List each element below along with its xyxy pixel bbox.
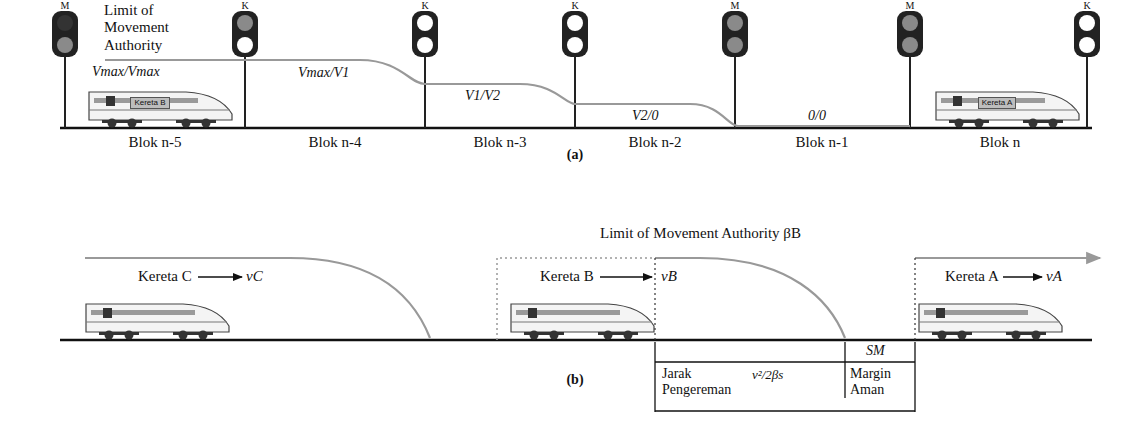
label: (a)	[567, 147, 583, 163]
label: vC	[246, 268, 263, 285]
label: V1/V2	[465, 88, 500, 104]
label: Kereta C	[138, 268, 192, 285]
label: Blok n-5	[129, 134, 182, 151]
dimension-lines	[655, 342, 915, 412]
authority-arrow	[915, 257, 1100, 259]
dotted-bound	[497, 258, 655, 340]
label: Kereta A	[945, 268, 999, 285]
train	[86, 304, 229, 340]
train-name: Kereta A	[982, 98, 1013, 108]
train	[511, 304, 654, 340]
velocity-arrow	[1003, 276, 1042, 278]
velocity-arrow	[600, 276, 652, 278]
velocity-arrow	[198, 276, 242, 278]
train	[89, 92, 232, 128]
label: (b)	[566, 372, 583, 388]
label: Blok n-3	[474, 134, 527, 151]
label: V2/0	[632, 108, 658, 124]
label: Vmax/V1	[298, 65, 349, 81]
label: v²/2βs	[752, 368, 783, 383]
signal-aspect: K	[421, 0, 428, 12]
train-plate: Kereta B	[130, 97, 169, 109]
label: Blok n	[980, 134, 1020, 151]
signal-heads	[52, 11, 1100, 57]
signal-aspect: K	[571, 0, 578, 12]
label: Blok n-4	[309, 134, 362, 151]
train-plate: Kereta A	[978, 97, 1017, 109]
signal-aspect: M	[906, 0, 915, 12]
label: SM	[866, 343, 885, 359]
signal-aspect: M	[731, 0, 740, 12]
signal-aspect: K	[241, 0, 248, 12]
label: 0/0	[808, 108, 826, 124]
label: Limit of Movement Authority βB	[600, 225, 801, 242]
authority-curve	[655, 258, 845, 338]
label: Kereta B	[540, 268, 594, 285]
label: Limit of Movement Authority	[104, 2, 196, 54]
label: Jarak Pengereman	[662, 366, 750, 398]
track	[60, 339, 1092, 342]
dotted-line	[914, 258, 915, 340]
train-name: Kereta B	[134, 98, 165, 108]
label: Vmax/Vmax	[92, 64, 160, 80]
train	[919, 304, 1062, 340]
signal-aspect: K	[1083, 0, 1090, 12]
label: Margin Aman	[850, 366, 910, 398]
label: Blok n-2	[629, 134, 682, 151]
label: Blok n-1	[796, 134, 849, 151]
label: vB	[661, 268, 677, 285]
signal-posts	[65, 56, 1087, 128]
label: vA	[1046, 268, 1062, 285]
train	[936, 92, 1079, 128]
signal-aspect: M	[61, 0, 70, 12]
